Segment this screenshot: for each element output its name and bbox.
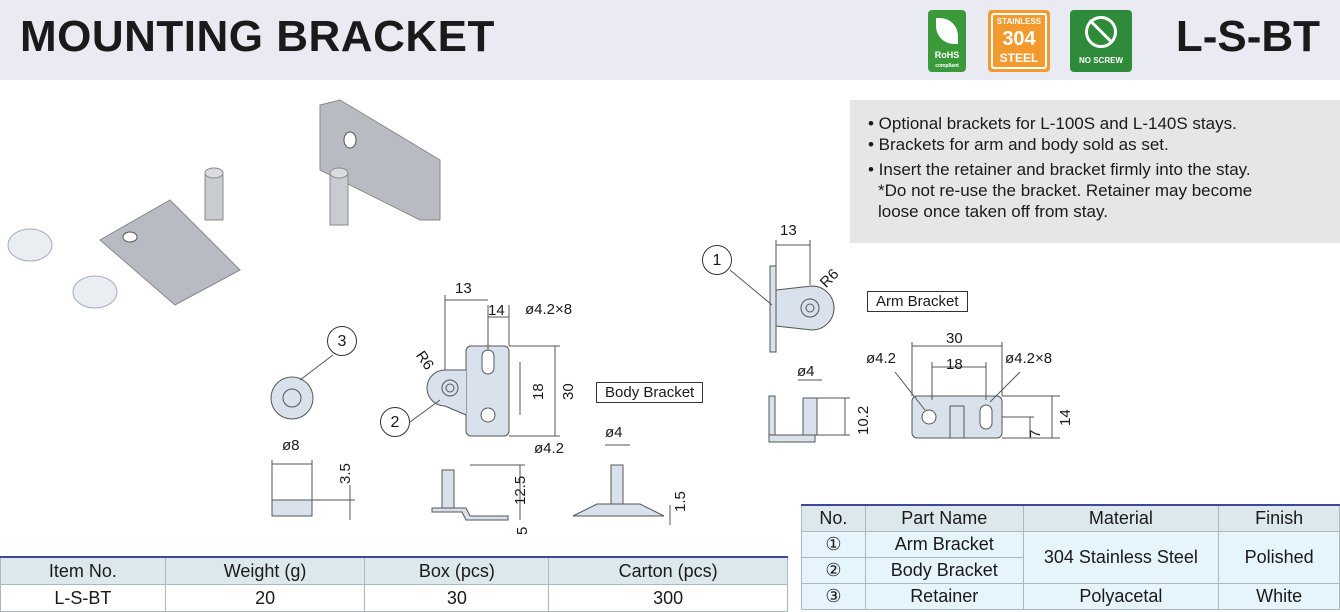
note-2: • Brackets for arm and body sold as set. [868, 135, 1169, 154]
dim-retainer-dia: ø8 [282, 437, 300, 454]
part-material: Polyacetal [1022, 583, 1220, 610]
dim-arm-slot: ø4.2×8 [1005, 350, 1053, 367]
rohs-badge: RoHS compliant [928, 10, 966, 72]
spec-table: Item No. Weight (g) Box (pcs) Carton (pc… [0, 556, 788, 612]
body-bracket-label: Body Bracket [596, 382, 704, 403]
spec-carton: 300 [548, 584, 788, 612]
body-bracket-drawing [409, 295, 671, 525]
product-code: L-S-BT [1175, 12, 1320, 61]
rohs-leaf-icon [936, 18, 958, 44]
retainer-drawing [270, 354, 355, 520]
dim-body-13: 13 [455, 280, 472, 297]
dim-arm-hole: ø4.2 [866, 350, 897, 367]
no-screw-label: NO SCREW [1079, 56, 1123, 65]
dim-arm-18: 18 [946, 356, 963, 373]
dim-body-30: 30 [560, 383, 577, 400]
stainless-line3: STEEL [999, 51, 1039, 65]
rohs-sublabel: compliant [935, 63, 959, 69]
dim-arm-7: 7 [1027, 429, 1044, 438]
dim-body-12-5: 12.5 [512, 475, 529, 505]
note-4: *Do not re-use the bracket. Retainer may… [878, 181, 1253, 200]
dim-body-slot: ø4.2×8 [525, 301, 573, 318]
callout-2: 2 [380, 407, 410, 437]
table-row: ③ Retainer Polyacetal White [801, 583, 1340, 610]
stainless-badge-icon: STAINLESS 304 STEEL [988, 10, 1050, 72]
rohs-label: RoHS [934, 50, 960, 60]
no-screw-icon: NO SCREW [1070, 10, 1132, 72]
spec-header-item: Item No. [0, 556, 166, 585]
photo-retainers [7, 228, 118, 309]
dim-body-pin: ø4 [605, 424, 623, 441]
parts-header-name: Part Name [864, 504, 1024, 532]
part-finish: Polished [1218, 531, 1340, 584]
spec-header-carton: Carton (pcs) [548, 556, 788, 585]
arm-bracket-drawing [729, 240, 1060, 443]
spec-weight: 20 [164, 584, 366, 612]
spec-header-box: Box (pcs) [364, 556, 550, 585]
stainless-line1: STAINLESS [996, 17, 1042, 26]
dim-retainer-h: 3.5 [337, 463, 354, 484]
header-bar: MOUNTING BRACKET RoHS compliant STAINLES… [0, 0, 1340, 80]
parts-table: No. Part Name Material Finish ① Arm Brac… [801, 504, 1340, 610]
dim-body-5: 5 [514, 526, 531, 535]
dim-body-hole: ø4.2 [534, 440, 565, 457]
part-finish: White [1218, 583, 1340, 610]
notes-box: • Optional brackets for L-100S and L-140… [850, 100, 1340, 243]
spec-item: L-S-BT [0, 584, 166, 612]
part-name: Body Bracket [864, 557, 1024, 584]
table-row: L-S-BT 20 30 300 [0, 584, 788, 612]
part-no: ③ [801, 583, 866, 610]
dim-body-14: 14 [488, 302, 505, 319]
dim-arm-10-2: 10.2 [855, 405, 872, 435]
spec-box: 30 [364, 584, 550, 612]
callout-1: 1 [702, 245, 732, 275]
photo-body-bracket [99, 167, 241, 306]
dim-body-18: 18 [530, 383, 547, 400]
dim-arm-13: 13 [780, 222, 797, 239]
note-5: loose once taken off from stay. [878, 202, 1108, 221]
table-row: ① Arm Bracket 304 Stainless Steel Polish… [801, 531, 1340, 584]
note-1: • Optional brackets for L-100S and L-140… [868, 114, 1237, 133]
dim-arm-pin: ø4 [797, 363, 815, 380]
part-no: ② [801, 557, 866, 584]
callout-3: 3 [327, 326, 357, 356]
part-material: 304 Stainless Steel [1022, 531, 1220, 584]
parts-header-finish: Finish [1218, 504, 1340, 532]
arm-bracket-label: Arm Bracket [867, 291, 968, 312]
table-row: ② Body Bracket [801, 557, 1340, 584]
part-no: ① [801, 531, 866, 558]
stainless-line2: 304 [1002, 28, 1036, 50]
photo-arm-bracket [319, 99, 441, 226]
spec-header-row: Item No. Weight (g) Box (pcs) Carton (pc… [0, 556, 788, 585]
dim-body-1-5: 1.5 [672, 491, 689, 512]
dim-arm-30: 30 [946, 330, 963, 347]
parts-header-row: No. Part Name Material Finish [801, 504, 1340, 532]
parts-header-no: No. [801, 504, 866, 532]
note-3: • Insert the retainer and bracket firmly… [868, 160, 1251, 179]
spec-header-weight: Weight (g) [164, 556, 366, 585]
part-name: Retainer [864, 583, 1024, 610]
page-title: MOUNTING BRACKET [20, 12, 495, 61]
technical-drawing: 3 2 1 Body Bracket Arm Bracket ø8 3.5 13… [0, 80, 1340, 560]
parts-header-material: Material [1022, 504, 1220, 532]
drawing-svg [7, 99, 1060, 525]
part-name: Arm Bracket [864, 531, 1024, 558]
dim-arm-14: 14 [1057, 409, 1074, 426]
